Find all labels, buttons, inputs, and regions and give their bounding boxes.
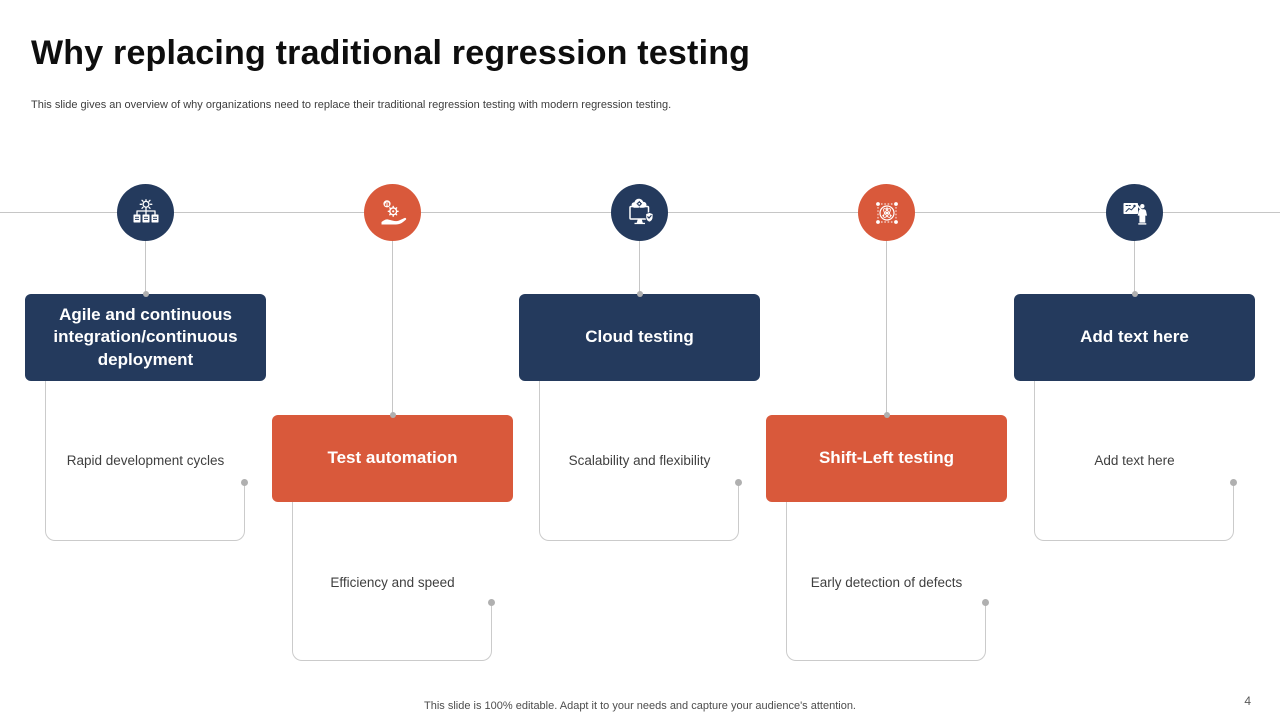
description-text[interactable]: Scalability and flexibility	[568, 453, 711, 468]
category-label: Shift-Left testing	[818, 448, 955, 468]
bracket-dot	[488, 599, 495, 606]
bracket-dot	[1230, 479, 1237, 486]
deployment-pipeline-icon	[117, 184, 174, 241]
bracket-dot	[735, 479, 742, 486]
timeline-column-1: Agile and continuous integration/continu…	[25, 0, 266, 720]
category-box-cloud-testing[interactable]: Cloud testing	[519, 294, 760, 381]
description-bracket	[45, 380, 248, 541]
category-box-shift-left[interactable]: Shift-Left testing	[766, 415, 1007, 502]
connector-line	[639, 241, 640, 294]
page-subtitle[interactable]: This slide gives an overview of why orga…	[31, 99, 672, 111]
category-label: Agile and continuous integration/continu…	[53, 305, 238, 369]
page-title[interactable]: Why replacing traditional regression tes…	[31, 34, 751, 72]
description-bracket	[292, 502, 495, 661]
category-label: Add text here	[1080, 327, 1189, 347]
category-box-agile-cicd[interactable]: Agile and continuous integration/continu…	[25, 294, 266, 381]
bracket-dot	[982, 599, 989, 606]
shift-left-atom-icon	[858, 184, 915, 241]
description-text[interactable]: Early detection of defects	[810, 575, 963, 590]
connector-line	[1134, 241, 1135, 294]
timeline-column-2: Test automation Efficiency and speed	[272, 0, 513, 720]
editable-note: This slide is 100% editable. Adapt it to…	[424, 700, 856, 712]
connector-line	[145, 241, 146, 294]
category-box-placeholder[interactable]: Add text here	[1014, 294, 1255, 381]
category-box-test-automation[interactable]: Test automation	[272, 415, 513, 502]
description-bracket	[1034, 380, 1237, 541]
timeline-column-4: Shift-Left testing Early detection of de…	[766, 0, 1007, 720]
connector-dot	[1132, 291, 1138, 297]
description-bracket	[786, 502, 989, 661]
connector-dot	[884, 412, 890, 418]
description-text[interactable]: Rapid development cycles	[66, 453, 225, 468]
automation-hand-gear-icon	[364, 184, 421, 241]
description-text[interactable]: Efficiency and speed	[330, 575, 455, 590]
page-number: 4	[1244, 694, 1251, 708]
connector-dot	[143, 291, 149, 297]
timeline-column-5: Add text here Add text here	[1014, 0, 1255, 720]
description-bracket	[539, 380, 742, 541]
connector-dot	[390, 412, 396, 418]
timeline-column-3: Cloud testing Scalability and flexibilit…	[519, 0, 760, 720]
connector-dot	[637, 291, 643, 297]
connector-line	[392, 241, 393, 415]
bracket-dot	[241, 479, 248, 486]
connector-line	[886, 241, 887, 415]
category-label: Test automation	[327, 448, 458, 468]
cloud-testing-icon	[611, 184, 668, 241]
presenter-icon	[1106, 184, 1163, 241]
description-text[interactable]: Add text here	[1094, 453, 1175, 468]
category-label: Cloud testing	[585, 327, 694, 347]
